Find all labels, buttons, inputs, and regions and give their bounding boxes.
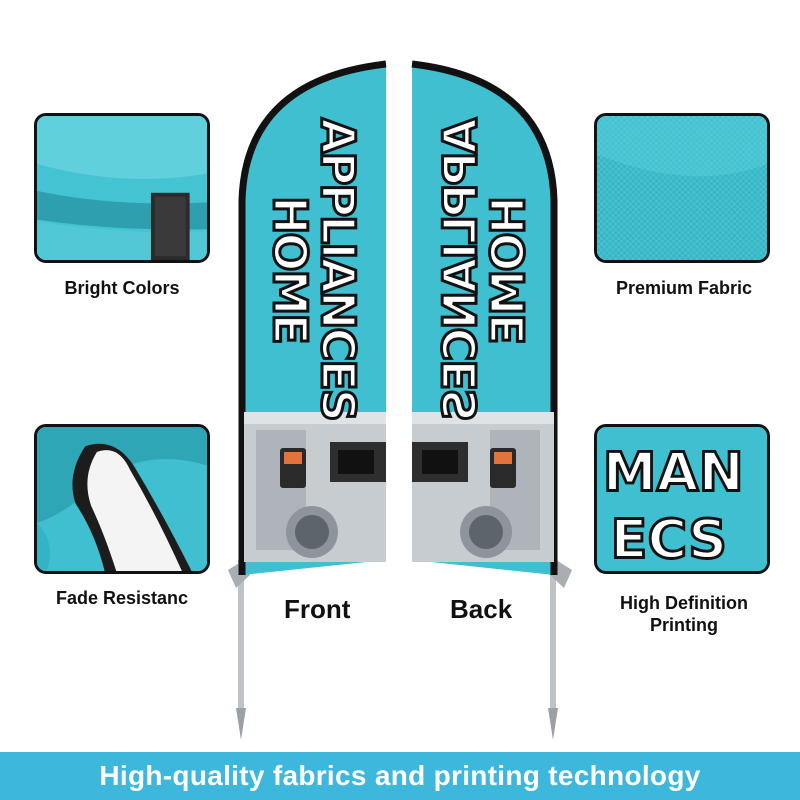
back-flag-text: APPLIANCES HOME: [432, 117, 537, 422]
bright-colors-swatch: [34, 113, 210, 263]
footer-banner: High-quality fabrics and printing techno…: [0, 752, 800, 800]
flag-illustration: APPLIANCES HOME APPLIANCES HOME: [228, 60, 572, 740]
high-definition-swatch: MAN ECS: [594, 424, 770, 574]
front-flag-word-home: HOME: [263, 196, 317, 343]
bright-colors-label: Bright Colors: [64, 278, 180, 298]
front-flag-text: APPLIANCES HOME: [262, 117, 367, 422]
back-flag-word-home: HOME: [481, 196, 535, 343]
back-label: Back: [450, 594, 513, 624]
high-definition-label: High Definition Printing: [574, 592, 794, 636]
front-label: Front: [284, 594, 351, 624]
back-flag-word-appliances: APPLIANCES: [433, 118, 487, 420]
fade-resistance-swatch: [34, 424, 210, 574]
fade-resistance-label: Fade Resistanc: [55, 588, 189, 608]
footer-text: High-quality fabrics and printing techno…: [99, 760, 701, 791]
front-flag-word-appliances: APPLIANCES: [311, 118, 365, 420]
tile-word-line2: ECS: [611, 508, 728, 571]
premium-fabric-label: Premium Fabric: [615, 278, 753, 298]
high-definition-text: High Definition Printing: [620, 593, 748, 635]
tile-word-line1: MAN: [603, 441, 744, 504]
premium-fabric-swatch: [594, 113, 770, 263]
